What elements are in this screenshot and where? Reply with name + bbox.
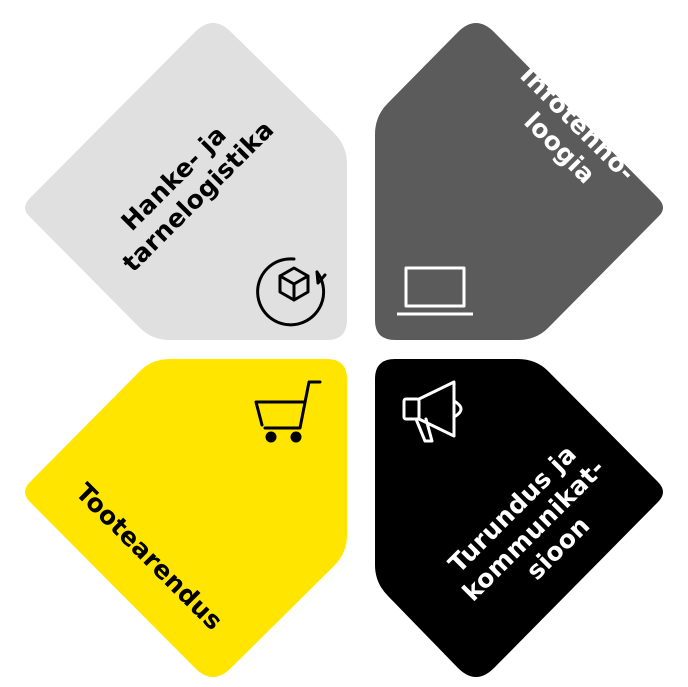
megaphone-icon (402, 380, 463, 443)
laptop-icon (397, 266, 473, 316)
tile-turundus-shape (375, 359, 663, 677)
box-rotate-icon (256, 257, 327, 327)
tile-tootearendus[interactable]: Tootearendus (25, 359, 347, 677)
tile-infotehnoloogia[interactable]: Infotehno- loogia (375, 23, 663, 340)
tile-info-shape (375, 23, 663, 340)
tile-toote-shape (25, 359, 347, 677)
tile-hanke-ja-tarnelogistika[interactable]: Hanke- ja tarnelogistika (25, 23, 347, 340)
tile-hanke-shape (25, 23, 347, 340)
shopping-cart-icon (254, 380, 322, 443)
tile-turundus-ja-kommunikatsioon[interactable]: Turundus ja kommunikat- sioon (375, 359, 663, 677)
